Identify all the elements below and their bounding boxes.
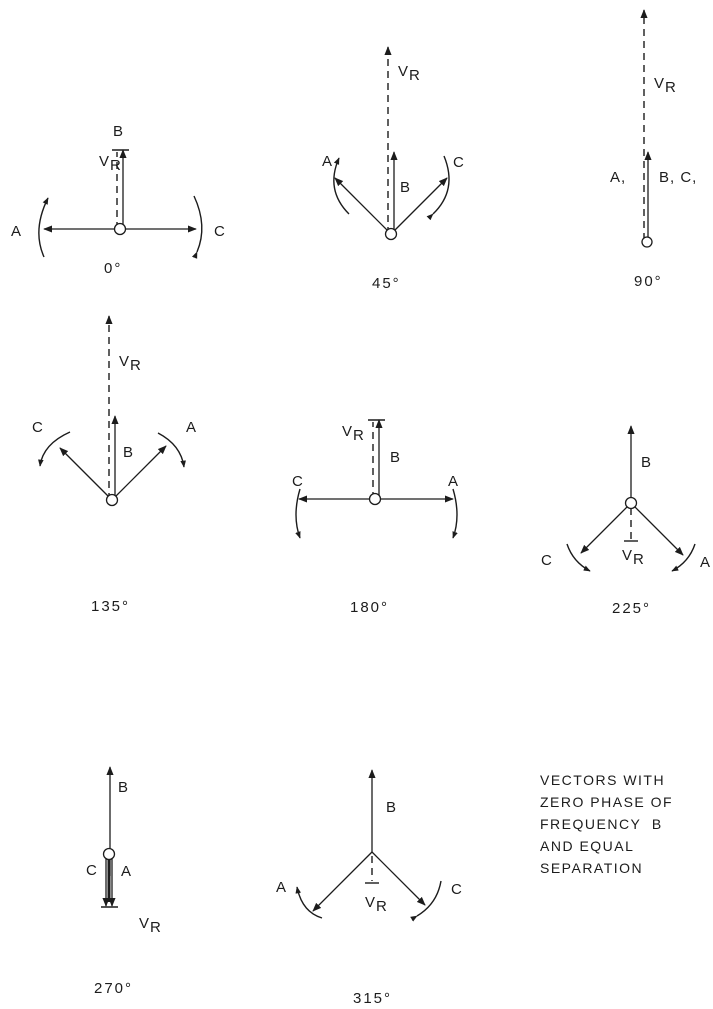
note-line: FREQUENCY B	[540, 816, 663, 832]
rotation-arc-c	[191, 195, 203, 259]
label-c: C	[541, 552, 553, 569]
origin-hub	[624, 496, 638, 510]
caption-135-deg: 135°	[91, 598, 130, 615]
origin-hub	[368, 492, 382, 506]
rotation-arc-a	[671, 543, 696, 572]
note-line: SEPARATION	[540, 860, 643, 876]
label-a: A,	[610, 169, 626, 186]
label-b: B	[390, 449, 401, 466]
diagram-270-deg: B C A VR 270°	[86, 766, 162, 997]
label-b: B	[641, 454, 652, 471]
rotation-arc-c	[295, 488, 301, 539]
label-c: C	[453, 154, 465, 171]
label-c: C	[292, 473, 304, 490]
diagram-90-deg: A, B, C, VR 90°	[610, 9, 697, 290]
label-a: A	[448, 473, 459, 490]
label-b: B	[123, 444, 134, 461]
rotation-arc-a	[452, 488, 458, 539]
vector-c	[390, 177, 448, 235]
label-a: A	[700, 554, 711, 571]
rotation-arc-c	[38, 431, 71, 467]
diagram-0-deg: A B C VR 0°	[11, 123, 226, 277]
vector-a	[630, 502, 684, 556]
vector-a	[111, 445, 167, 501]
caption-180-deg: 180°	[350, 599, 389, 616]
caption-45-deg: 45°	[372, 275, 401, 292]
label-b: B	[400, 179, 411, 196]
diagram-315-deg: B A VR C 315°	[276, 769, 463, 1007]
diagram-180-deg: C B A VR 180°	[292, 419, 459, 616]
label-vr: VR	[622, 547, 645, 568]
origin-hub	[113, 222, 127, 236]
note-line: AND EQUAL	[540, 838, 634, 854]
rotation-arc-c	[566, 543, 591, 572]
label-bc: B, C,	[659, 169, 697, 186]
diagram-45-deg: A B C VR 45°	[322, 46, 465, 292]
origin-hub	[384, 227, 398, 241]
vector-a	[334, 177, 392, 235]
vector-a	[312, 851, 373, 912]
caption-315-deg: 315°	[353, 990, 392, 1007]
rotation-arc-a	[295, 886, 323, 919]
label-c: C	[32, 419, 44, 436]
vector-c	[580, 502, 632, 554]
rotation-arc-c	[426, 155, 450, 221]
label-vr: VR	[654, 75, 677, 96]
diagram-135-deg: C B A VR 135°	[32, 315, 197, 615]
label-vr: VR	[398, 63, 421, 84]
label-a: A	[276, 879, 287, 896]
rotation-arc-a	[333, 157, 350, 215]
note-line: ZERO PHASE OF	[540, 794, 673, 810]
explanatory-note: VECTORS WITH ZERO PHASE OF FREQUENCY B A…	[540, 772, 673, 876]
label-vr: VR	[365, 894, 388, 915]
caption-225-deg: 225°	[612, 600, 651, 617]
label-a: A	[186, 419, 197, 436]
rotation-arc-c	[410, 880, 442, 922]
label-c: C	[214, 223, 226, 240]
label-vr: VR	[119, 353, 142, 374]
caption-270-deg: 270°	[94, 980, 133, 997]
rotation-arc-a	[157, 432, 186, 468]
rotation-arc-a	[38, 197, 49, 258]
caption-90-deg: 90°	[634, 273, 663, 290]
vector-c	[59, 447, 113, 501]
origin-hub	[641, 236, 653, 248]
label-a: A	[121, 863, 132, 880]
diagram-225-deg: B C VR A 225°	[541, 425, 711, 617]
origin-hub	[102, 847, 116, 861]
caption-0-deg: 0°	[104, 260, 122, 277]
label-b: B	[386, 799, 397, 816]
label-vr: VR	[139, 915, 162, 936]
label-b: B	[113, 123, 124, 140]
label-c: C	[86, 862, 98, 879]
origin-hub	[105, 493, 119, 507]
label-c: C	[451, 881, 463, 898]
note-line: VECTORS WITH	[540, 772, 665, 788]
label-b: B	[118, 779, 129, 796]
vector-c	[371, 851, 426, 906]
label-vr: VR	[342, 423, 365, 444]
label-a: A	[11, 223, 22, 240]
label-vr: VR	[99, 153, 122, 174]
label-a: A	[322, 153, 333, 170]
